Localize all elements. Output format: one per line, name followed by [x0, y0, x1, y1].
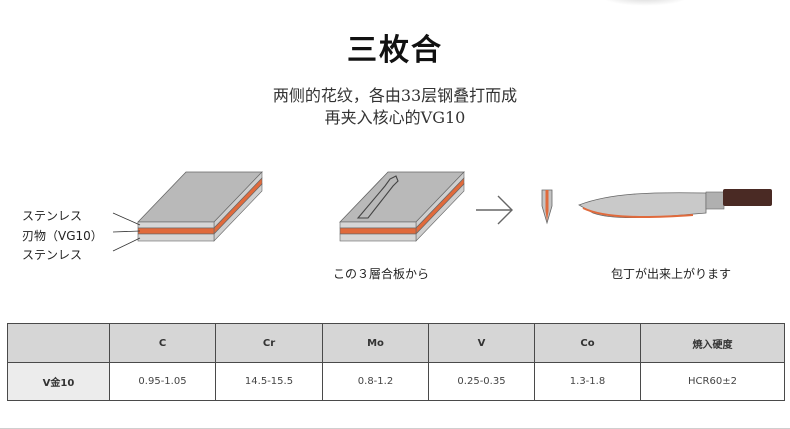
subtitle-line-2: 再夹入核心的VG10 — [324, 108, 466, 127]
composition-table: C Cr Mo V Co 焼入硬度 V金10 0.95-1.05 14.5-15… — [7, 323, 785, 401]
layer-label-bottom: ステンレス — [22, 248, 83, 262]
table-cell: HCR60±2 — [640, 362, 785, 401]
knife-outline-icon — [356, 175, 399, 219]
table-cell: 0.95-1.05 — [109, 362, 216, 401]
right-arrow-icon — [476, 195, 513, 225]
finished-knife — [578, 189, 772, 218]
table-header-row: C Cr Mo V Co 焼入硬度 — [7, 323, 785, 363]
caption-knife: 包丁が出来上がります — [611, 267, 732, 281]
subtitle-line-1: 两侧的花纹，各由33层钢叠打而成 — [272, 86, 518, 105]
table-header-cell: 焼入硬度 — [640, 323, 785, 363]
table-header-cell: Cr — [215, 323, 323, 363]
table-header-cell: V — [428, 323, 535, 363]
laminated-block-2 — [339, 171, 465, 242]
table-header-cell: Mo — [322, 323, 429, 363]
table-cell: 0.8-1.2 — [322, 362, 429, 401]
table-header-cell — [7, 323, 110, 363]
table-row: V金10 0.95-1.05 14.5-15.5 0.8-1.2 0.25-0.… — [7, 362, 785, 401]
laminated-block-1 — [137, 171, 263, 242]
table-header-cell: C — [109, 323, 216, 363]
table-cell: 14.5-15.5 — [215, 362, 323, 401]
table-cell: 0.25-0.35 — [428, 362, 535, 401]
page-title: 三枚合 — [347, 33, 443, 68]
table-header-cell: Co — [534, 323, 641, 363]
caption-three-layer: この３層合板から — [333, 267, 430, 281]
lamination-diagram — [112, 171, 772, 252]
layer-pointer-lines — [112, 212, 141, 252]
layer-label-top: ステンレス — [22, 209, 83, 223]
table-cell: 1.3-1.8 — [534, 362, 641, 401]
table-row-header: V金10 — [7, 362, 110, 401]
layer-label-core: 刃物（VG10） — [22, 229, 103, 243]
top-decorative-shadow — [600, 0, 690, 6]
blade-cross-section — [541, 189, 553, 225]
